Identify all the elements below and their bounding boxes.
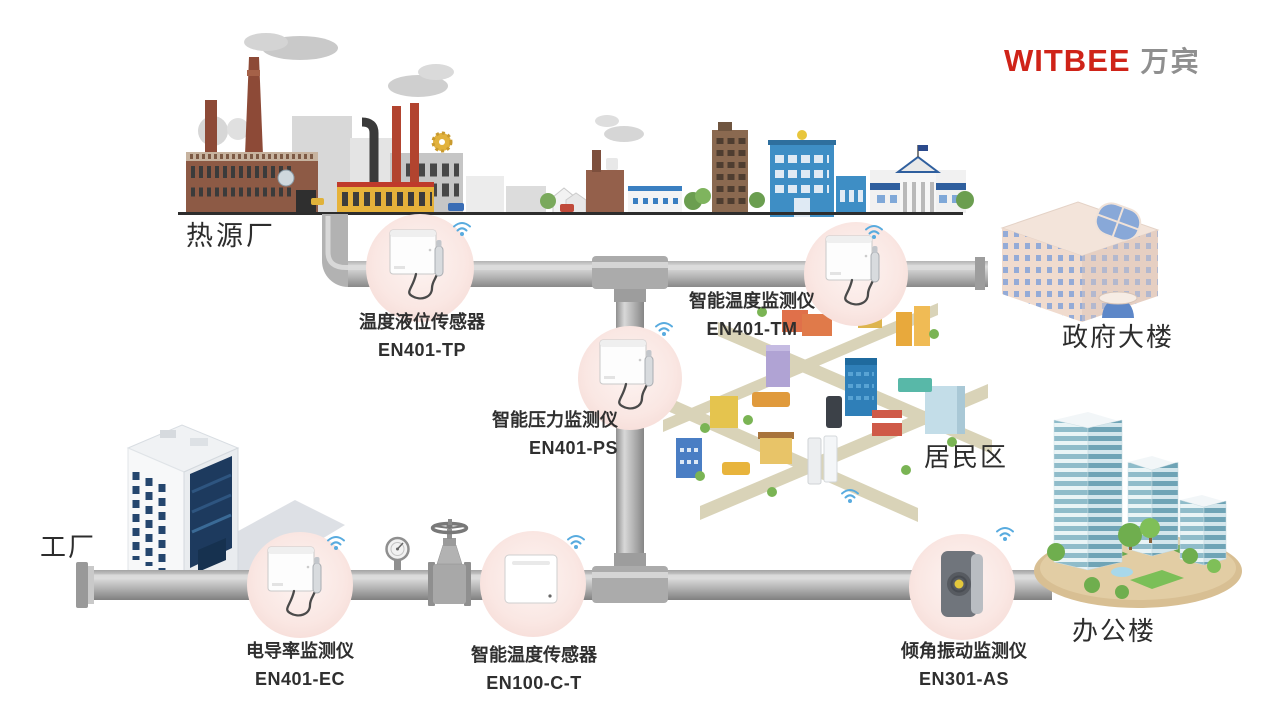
- sensor-name: 智能压力监测仪: [492, 410, 618, 430]
- brand-logo: WITBEE 万宾: [1004, 40, 1201, 80]
- label-heat-source-plant: 热源厂: [186, 221, 276, 251]
- office-building-illustration: [1034, 412, 1242, 608]
- pressure-gauge: [385, 536, 410, 570]
- sensor-model: EN401-TP: [377, 340, 467, 360]
- trees: [1047, 518, 1221, 599]
- label-factory: 工厂: [40, 532, 97, 562]
- sensor-model: EN401-TM: [706, 319, 798, 339]
- brand-logo-wanbin: 万宾: [1140, 46, 1201, 77]
- brand-logo-witbee: WITBEE: [1004, 43, 1131, 78]
- government-building: [1000, 201, 1160, 322]
- sensor-model: EN401-EC: [254, 669, 346, 689]
- label-residential-area: 居民区: [924, 442, 1009, 472]
- label-office-building: 办公楼: [1072, 616, 1157, 646]
- label-government-building: 政府大楼: [1062, 322, 1175, 352]
- sensor-label-en401-ps: 智能压力监测仪 EN401-PS: [408, 406, 618, 462]
- sensor-label-en100-c-t: 智能温度传感器 EN100-C-T: [428, 641, 640, 697]
- pipe-valve: [428, 519, 471, 606]
- sensor-label-en401-ec: 电导率监测仪 EN401-EC: [196, 637, 404, 693]
- skyline-illustration: [178, 33, 974, 217]
- device-en301-as: [940, 550, 984, 618]
- sensor-name: 智能温度传感器: [471, 645, 597, 665]
- gear-icon: [431, 131, 453, 153]
- sensor-name: 温度液位传感器: [359, 312, 485, 332]
- sensor-label-en301-as: 倾角振动监测仪 EN301-AS: [858, 637, 1070, 693]
- sensor-label-en401-tp: 温度液位传感器 EN401-TP: [318, 308, 526, 364]
- sensor-name: 智能温度监测仪: [689, 291, 815, 311]
- sensor-name: 电导率监测仪: [246, 641, 354, 661]
- device-en100-c-t: [504, 554, 558, 604]
- sensor-label-en401-tm: 智能温度监测仪 EN401-TM: [648, 287, 856, 343]
- sensor-model: EN100-C-T: [486, 673, 582, 693]
- factory-building: [126, 424, 345, 596]
- sensor-model: EN401-PS: [528, 438, 618, 458]
- sensor-model: EN301-AS: [918, 669, 1010, 689]
- sensor-name: 倾角振动监测仪: [901, 641, 1027, 661]
